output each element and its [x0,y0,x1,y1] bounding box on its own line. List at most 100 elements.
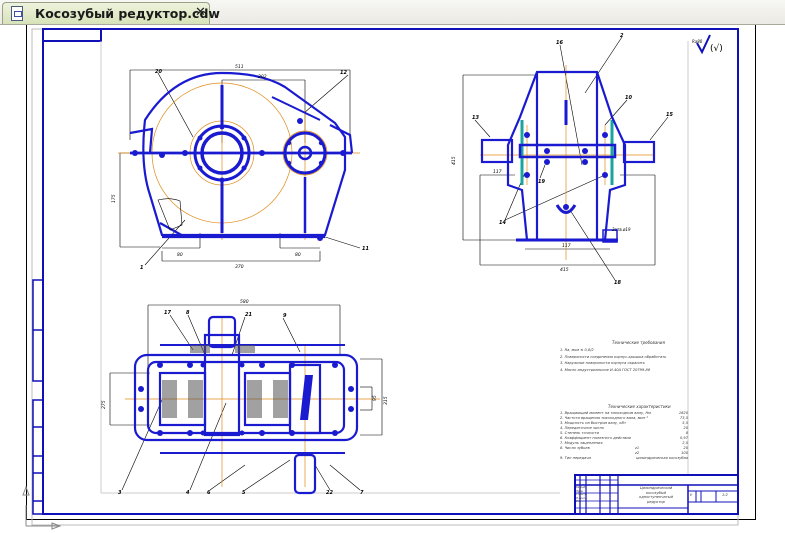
char-value: 8 [685,431,688,435]
drawing-canvas[interactable]: 511 202 175 370 80 80 20 12 1 11 [0,25,785,533]
drawing-sheet: 511 202 175 370 80 80 20 12 1 11 [22,28,739,530]
ucs-axes-icon [22,485,62,530]
leader-13: 13 [472,115,479,121]
front-view [118,69,361,266]
char-label: 6. Коэффициент полезного действия [560,436,631,440]
tech-requirements: 1. Ra, мкм ≤ 0,8/2 2. Поверхности соедин… [560,347,685,373]
front-view-labels: 511 202 175 370 80 80 20 12 1 11 [111,64,369,271]
role-label: Пров. [576,489,584,493]
leader-22: 22 [326,490,333,496]
leader-7: 7 [360,490,364,496]
char-value: 0,97 [679,436,688,440]
title-block-scale: 1:2 [722,493,728,497]
leader-19: 19 [538,179,545,185]
title-name-line: Цилиндрический [639,486,673,490]
leader-20: 20 [155,69,162,75]
drawing-frame [42,28,739,515]
title-name-line: косозубый [646,490,666,495]
dim-80b: 80 [295,252,301,258]
char-row: 4. Передаточное число 20 [560,425,688,430]
dim-415v: 415 [451,156,457,165]
dim-shaft-left: 117 [493,169,502,175]
leader-10: 10 [625,95,632,101]
document-tab[interactable]: Косозубый редуктор.cdw ✕ [2,2,220,24]
title-block-lit: У [690,493,693,497]
plan-view [109,304,383,495]
char-row: 5. Степень точности 8 [560,430,688,435]
tech-characteristics-heading: Технические характеристики [608,404,671,409]
role-label: Утв. [576,500,582,503]
roughness-symbol: Ra80 (√) [692,34,723,55]
tech-req-line: 1. Ra, мкм ≤ 0,8/2 [560,348,594,352]
document-tab-bar: Косозубый редуктор.cdw ✕ [0,0,785,25]
leader-15: 15 [666,112,673,118]
leader-16: 16 [556,40,563,46]
role-label: Т.контр. [576,493,588,496]
leader-9: 9 [283,313,287,319]
char-label: 9. Тип передачи [560,456,591,460]
leader-3: 3 [118,490,122,496]
tech-req-line: 2. Поверхности соединения корпус-крышка … [560,354,667,359]
role-label: Н.контр. [576,496,588,500]
leader-2: 2 [620,33,624,39]
char-label: 2. Частота вращения тихоходного вала, ми… [560,416,649,420]
leader-5: 5 [242,490,246,496]
char-label: 1. Вращающий момент на тихоходном валу, … [560,411,651,415]
dim-95: 95 [372,395,378,401]
title-block-roles: Разраб. Пров. Т.контр. Н.контр. Утв. [576,486,588,504]
leader-17: 17 [164,310,171,316]
side-view [462,36,669,281]
plan-view-labels: 580 275 315 95 17 8 21 9 3 4 6 5 22 7 [101,299,389,496]
char-sub: z2 [635,451,640,455]
dim-202: 202 [258,74,267,80]
char-value: 20 [683,446,688,450]
char-value: 5,5 [682,421,688,425]
dim-175: 175 [111,194,117,203]
viewport-right-border [755,25,756,520]
title-block-name: Цилиндрический косозубый одноступенчатый… [630,486,682,504]
char-value: 20 [683,426,688,430]
char-value: цилиндрическая косозубая [635,456,688,460]
dim-370: 370 [235,264,244,270]
document-tab-title: Косозубый редуктор.cdw [35,6,220,21]
tech-req-line: 4. Масло индустриальное И-40А ГОСТ 20799… [560,367,651,372]
char-value: 1620 [678,411,688,415]
tech-requirements-heading: Технические требования [612,340,665,345]
leader-14: 14 [499,220,506,226]
char-row: 1. Вращающий момент на тихоходном валу, … [560,410,688,415]
char-label: 5. Степень точности [560,431,599,435]
dim-315: 315 [383,396,389,405]
char-label: 4. Передаточное число [560,426,604,430]
leader-4: 4 [186,490,190,496]
close-tab-icon[interactable]: ✕ [195,5,206,20]
char-row: 2. Частота вращения тихоходного вала, ми… [560,415,688,420]
char-value: 73,5 [679,416,688,420]
dim-holes: 2отв.ø19 [612,227,631,232]
tech-req-line: 3. Наружные поверхности корпуса окрасить [560,361,645,365]
cdw-document-icon [11,6,23,21]
viewport-left-border [26,25,27,519]
dim-117: 117 [562,243,571,249]
dim-80a: 80 [177,252,183,258]
char-value: 2,5 [682,441,688,445]
leader-8: 8 [186,310,190,316]
viewport-bottom-border [26,519,756,520]
char-label: 8. Число зубьев [560,446,590,450]
role-label: Разраб. [576,486,587,489]
char-value: 100 [681,451,688,455]
title-block [574,474,739,515]
dim-415h: 415 [560,267,569,273]
roughness-paren: (√) [710,43,723,54]
char-label: 7. Модуль зацепления [560,441,603,445]
char-row: 6. Коэффициент полезного действия 0,97 [560,435,688,440]
side-stamp-lower [32,399,44,515]
roughness-value: Ra80 [692,39,703,44]
top-left-stamp [42,28,102,42]
leader-1: 1 [140,265,143,271]
title-name-line: одноступенчатый редуктор [639,495,673,504]
dim-511: 511 [235,64,244,70]
leader-11: 11 [362,246,369,252]
leader-12: 12 [340,70,347,76]
